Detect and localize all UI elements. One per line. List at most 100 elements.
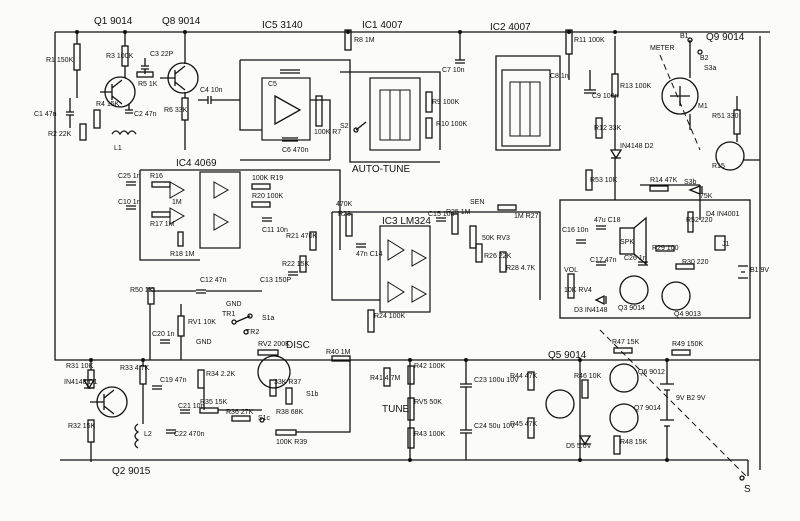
r22-resistor (299, 255, 307, 273)
label-r10: R10 100K (436, 121, 467, 128)
label-meter: METER (650, 45, 675, 52)
b1-terminal (687, 37, 693, 43)
q2-detector (82, 360, 176, 462)
label-c2: C2 47n (134, 111, 157, 118)
r38-resistor (285, 387, 293, 405)
label-d1: IN4148 D1 (64, 379, 98, 386)
r26-resistor (475, 243, 483, 263)
ic1-block (340, 32, 465, 163)
label-r37: 33K R37 (274, 379, 301, 386)
r27-resistor (497, 204, 517, 211)
c18-capacitor (596, 225, 606, 230)
label-c5: C5 (268, 81, 277, 88)
label-spk: SPK (620, 239, 634, 246)
label-b2-terminal: B2 (700, 55, 709, 62)
r1-resistor (73, 43, 81, 71)
label-c3: C3 22P (150, 51, 174, 58)
label-c10: C10 1n (118, 199, 141, 206)
label-r14: R14 47K (650, 177, 678, 184)
label-ic4: IC4 4069 (176, 158, 217, 169)
rv2-pot (257, 349, 279, 356)
label-rv5: RV5 50K (414, 399, 442, 406)
c10-capacitor (126, 205, 136, 210)
r18-resistor (177, 231, 184, 247)
label-q9: Q9 9014 (706, 32, 745, 43)
label-r15: R15 (712, 163, 725, 170)
label-r7: 100K R7 (314, 129, 341, 136)
r49-resistor (671, 349, 691, 356)
label-r52: R52 220 (686, 217, 713, 224)
d1-diode (82, 379, 96, 390)
r46-resistor (581, 379, 589, 399)
l1-inductor (111, 130, 137, 136)
label-r41: R41 4.7M (370, 375, 401, 382)
label-q4: Q4 9013 (674, 311, 701, 318)
label-c8: C8 1n (550, 73, 569, 80)
audio-amp-frame (559, 199, 751, 319)
label-s2: S2 (340, 123, 349, 130)
label-r25: R25 1M (446, 209, 471, 216)
label-1m: 1M (172, 199, 182, 206)
label-ic1: IC1 4007 (362, 20, 403, 31)
label-r21: R21 470K (286, 233, 317, 240)
ic5-chip (261, 77, 311, 141)
label-q5: Q5 9014 (548, 350, 587, 361)
ic4-block (126, 169, 341, 261)
label-c13: C13 150P (260, 277, 291, 284)
label-rv2: RV2 200K (258, 341, 290, 348)
label-q1: Q1 9014 (94, 16, 133, 27)
label-r13: R13 100K (620, 83, 651, 90)
label-q8: Q8 9014 (162, 16, 201, 27)
c23-capacitor (460, 360, 472, 388)
label-c21: C21 10n (178, 403, 205, 410)
q4-transistor (661, 281, 691, 311)
r34-resistor (197, 369, 205, 389)
label-d2: IN4148 D2 (620, 143, 654, 150)
r15-transistor (715, 141, 745, 171)
r25-resistor (451, 213, 459, 235)
label-470k: 470K (336, 201, 353, 208)
c16-capacitor (576, 239, 586, 244)
r45-resistor (527, 417, 535, 439)
c15-capacitor (436, 217, 446, 222)
label-tr2: TR2 (246, 329, 259, 336)
label-r42: R42 100K (414, 363, 445, 370)
r17-resistor (151, 211, 171, 218)
label-d5: D5 5.6V (566, 443, 592, 450)
c22-capacitor (166, 429, 176, 434)
c12-capacitor (150, 289, 262, 294)
label-s3a: S3a (704, 65, 717, 72)
label-r22: R22 15K (282, 261, 310, 268)
label-vol: VOL (564, 267, 578, 274)
label-c19: C19 47n (160, 377, 187, 384)
label-r49: R49 150K (672, 341, 703, 348)
label-r47: R47 15K (612, 339, 640, 346)
q7-transistor (609, 403, 639, 433)
r19-resistor (251, 183, 271, 190)
label-ic5: IC5 3140 (262, 20, 303, 31)
r2-resistor (79, 123, 87, 141)
r39-resistor (275, 429, 297, 436)
c24-capacitor (460, 387, 472, 460)
c2-capacitor (125, 104, 133, 114)
c11-capacitor (262, 217, 272, 222)
supply-rails (54, 31, 770, 470)
label-c4: C4 10n (200, 87, 223, 94)
label-r50: R50 1K (130, 287, 154, 294)
label-b2: 9V B2 9V (676, 395, 706, 402)
label-q2: Q2 9015 (112, 466, 151, 477)
label-r30: R30 220 (682, 259, 709, 266)
label-r27: 1M R27 (514, 213, 539, 220)
c7-capacitor (455, 32, 465, 64)
label-c14: 47n C14 (356, 251, 383, 258)
b2-terminal (697, 49, 703, 55)
label-r35: R35 15K (200, 399, 228, 406)
label-r5: R5 1K (138, 81, 158, 88)
c21-capacitor (180, 409, 190, 414)
r29-resistor (655, 245, 675, 252)
label-r19: 100K R19 (252, 175, 283, 182)
tune-section (383, 329, 749, 481)
r52-resistor (687, 211, 694, 233)
label-r11: R11 100K (574, 37, 605, 44)
label-r12: R12 33K (594, 125, 622, 132)
